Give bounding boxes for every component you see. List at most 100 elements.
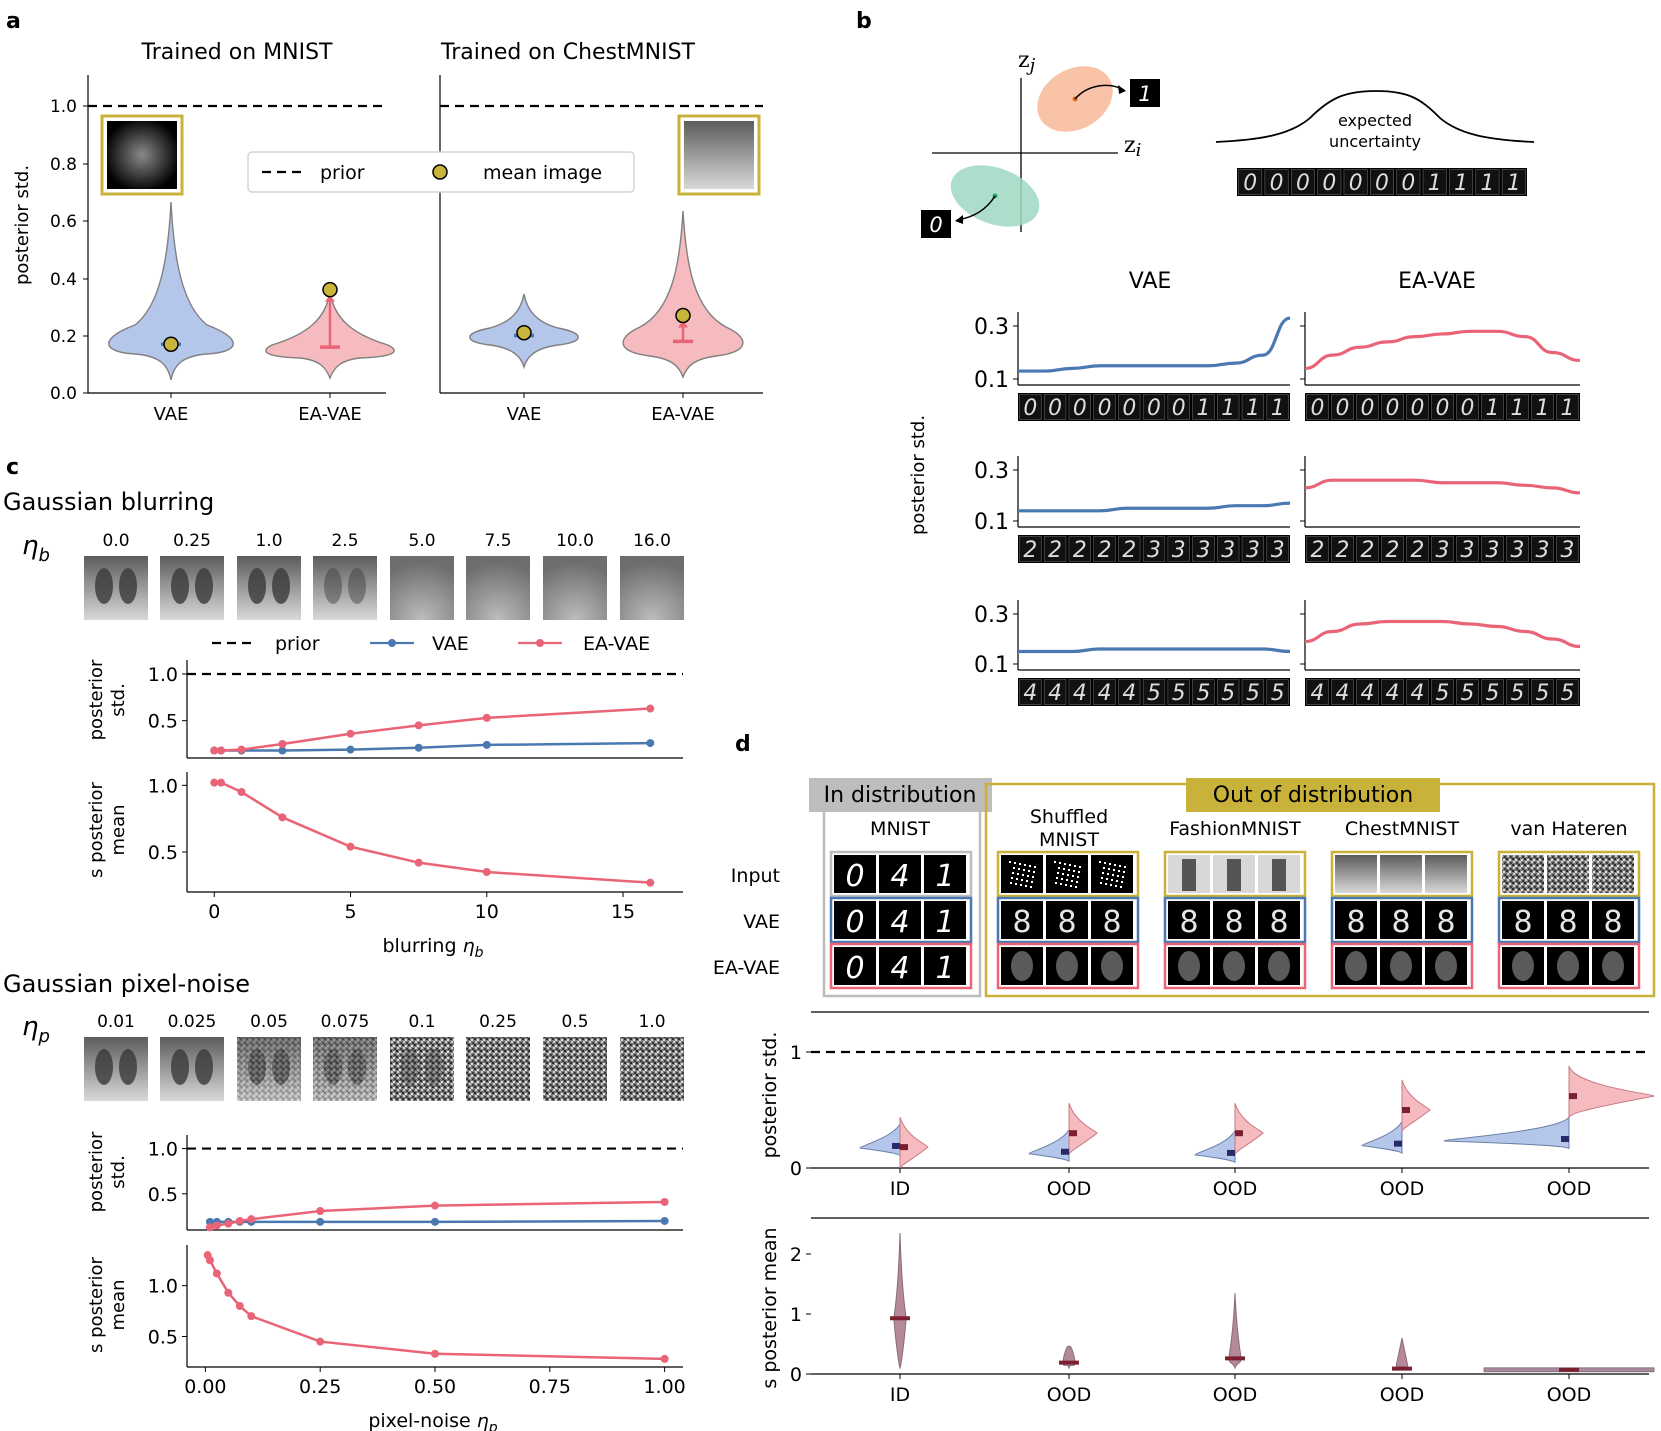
- data-point: [235, 1216, 244, 1225]
- violin-eavae-chest: [622, 210, 744, 380]
- digit-glyph: 5: [1536, 681, 1550, 706]
- tick-label: 0.1: [974, 510, 1009, 535]
- noise-pixel: [1010, 882, 1012, 884]
- digit-cell: [1356, 536, 1379, 562]
- digit-cell: [1217, 394, 1240, 420]
- row-label-input: Input: [731, 865, 780, 887]
- half-violin-vae: [1443, 1115, 1570, 1150]
- shift-arrow-head: [325, 294, 335, 302]
- noise-pixel: [1015, 883, 1017, 885]
- noise-pixel: [1108, 868, 1110, 870]
- noise-pixel: [1016, 878, 1018, 880]
- noise-pixel: [1069, 864, 1071, 866]
- tick-label: OOD: [1547, 1384, 1592, 1406]
- data-point: [482, 740, 491, 749]
- subplot-title-mnist: Trained on MNIST: [140, 40, 333, 65]
- tick-label: 0.3: [974, 603, 1009, 628]
- digit-glyph: 0: [1322, 171, 1336, 196]
- in-distribution-label: In distribution: [824, 783, 977, 808]
- tick-label: VAE: [154, 404, 189, 425]
- digit-glyph: 5: [1197, 681, 1211, 706]
- digit-glyph: 0: [1073, 396, 1087, 421]
- noise-pixel: [1112, 874, 1114, 876]
- digit-glyph: 3: [1221, 538, 1235, 563]
- noise-pixel: [1027, 875, 1029, 877]
- data-point: [278, 813, 287, 822]
- data-point: [316, 1337, 325, 1346]
- noise-xlabel: pixel-noise ηp: [368, 1410, 497, 1431]
- dataset-fashion: FashionMNIST: [1169, 818, 1301, 840]
- tick-label: ID: [890, 1384, 910, 1406]
- digit-green: 0: [929, 213, 942, 237]
- digit-cell: [1556, 679, 1579, 705]
- mean-image-chest: [684, 121, 754, 189]
- blur-ylabel-std-2: std.: [108, 683, 129, 717]
- noise-ylabel-std-2: std.: [108, 1155, 129, 1189]
- noise-pixel: [1107, 873, 1109, 875]
- tick-label: 0.1: [974, 368, 1009, 393]
- series-eavae: [1304, 619, 1581, 649]
- noise-pixel: [1074, 865, 1076, 867]
- tick-label: OOD: [1047, 1178, 1092, 1200]
- tick-label: 1.0: [148, 1139, 178, 1161]
- digit-glyph: 0: [1023, 396, 1037, 421]
- tick-label: 0.4: [50, 270, 77, 290]
- legend-prior-label: prior: [275, 633, 320, 655]
- noise-pixel: [1118, 870, 1120, 872]
- tick-label: OOD: [1047, 1384, 1092, 1406]
- image-cell: [1001, 901, 1043, 939]
- subplot-title-chestmnist: Trained on ChestMNIST: [440, 40, 695, 65]
- noise-pixel: [1070, 885, 1072, 887]
- digit-cell: [1093, 536, 1116, 562]
- data-point: [212, 1269, 221, 1278]
- noise-pixel: [1064, 863, 1066, 865]
- noise-ylabel-s-1: s posterior: [86, 1256, 107, 1352]
- series-vae: [1018, 316, 1291, 373]
- half-violin-eavae: [899, 1116, 929, 1170]
- digit-glyph: 0: [1361, 396, 1375, 421]
- noise-pixel: [1014, 862, 1016, 864]
- image-cell: [879, 901, 921, 939]
- garment-shape: [1227, 859, 1241, 891]
- digit-cell: [1241, 679, 1265, 705]
- data-point: [224, 1219, 233, 1228]
- data-point: [210, 778, 219, 787]
- digit-glyph: 5: [1271, 681, 1285, 706]
- noise-pixel: [1106, 878, 1108, 880]
- tick-label: 1.00: [643, 1376, 685, 1398]
- mean-image-marker: [675, 307, 691, 324]
- digit-glyph: 2: [1023, 538, 1037, 563]
- data-point: [346, 729, 355, 738]
- noise-eta: ηp: [22, 1012, 50, 1047]
- digit-glyph: 3: [1197, 538, 1211, 563]
- digit-glyph: 2: [1361, 538, 1375, 563]
- blurry-recon: [1602, 951, 1624, 981]
- digit-glyph: 1: [1561, 396, 1575, 421]
- digit-glyph: 1: [1454, 171, 1468, 196]
- xray-thumbnail: [160, 556, 224, 620]
- noise-pixel: [1104, 862, 1106, 864]
- image-cell: [924, 947, 966, 985]
- noise-pixel: [1062, 873, 1064, 875]
- col-title-eavae: EA-VAE: [1398, 269, 1476, 294]
- latent-axis-i-label: zi: [1124, 133, 1141, 161]
- noise-pixel: [1110, 884, 1112, 886]
- noise-pixel: [1009, 861, 1011, 863]
- digit-glyph: 1: [1221, 396, 1235, 421]
- noise-pixel: [1101, 877, 1103, 879]
- digit-glyph: 0: [1411, 396, 1425, 421]
- digit-glyph: 5: [1147, 681, 1161, 706]
- recon-glyph: 8: [1224, 905, 1243, 940]
- digit-glyph: 2: [1311, 538, 1325, 563]
- digit-glyph: 0: [1122, 396, 1136, 421]
- half-violin-eavae: [1234, 1103, 1264, 1156]
- xray-thumbnail: [466, 1037, 530, 1101]
- digit-cell: [1370, 169, 1394, 195]
- digit-cell: [1068, 394, 1091, 420]
- digit-cell: [1456, 394, 1479, 420]
- digit-cell: [1331, 536, 1354, 562]
